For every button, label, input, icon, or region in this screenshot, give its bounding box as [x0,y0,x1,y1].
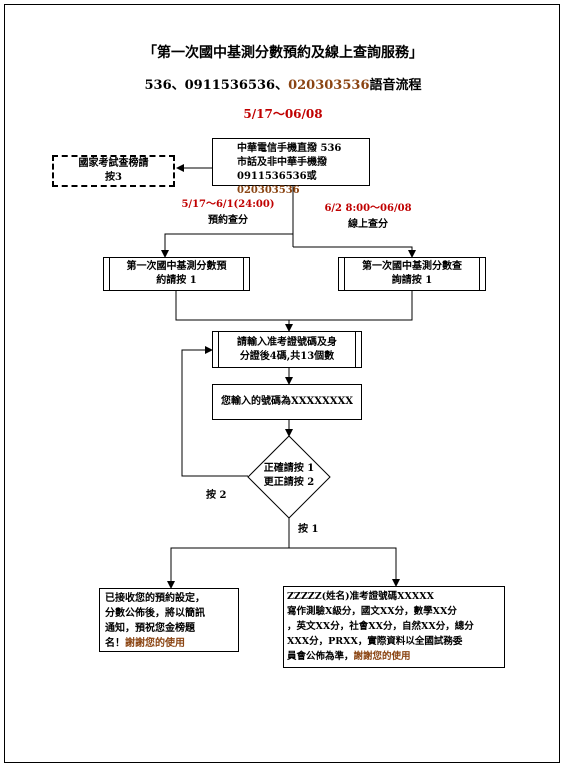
decision-diamond [247,435,331,519]
result-reserve-box: 已接收您的預約設定， 分數公佈後，將以簡訊 通知，預祝您金榜題 名！謝謝您的使用 [99,588,239,652]
reserve-line-2: 約請按 1 [156,275,197,286]
result-reserve-thanks: 謝謝您的使用 [125,638,185,649]
result-query-line-4: XXX分，PRXX，實際資料以全國試務委 [287,636,463,647]
page-title: 「第一次國中基測分數預約及線上查詢服務」 [143,45,423,61]
reserve-branch-label: 預約查分 [208,215,248,226]
subtitle-landline-number: 020303536 [288,78,370,93]
arrow-to-reserve [161,233,293,258]
query-line-2: 詢請按 1 [391,275,433,286]
result-reserve-line-1: 已接收您的預約設定， [105,593,205,604]
entry-line-2: 市話及非中華手機撥 [237,157,327,168]
exam-center-line-2: 按3 [105,172,122,183]
query-line-1: 第一次國中基測分數查 [362,261,462,272]
result-query-line-2: 寫作測驗X級分，國文XX分，數學XX分 [287,606,457,617]
exam-center-line-1: 國家考試查榜請 [78,158,149,169]
decision-line-1: 正確請按 1 [263,463,315,474]
result-query-line-5: 員會公佈為準，謝謝您的使用 [287,649,504,664]
result-query-thanks: 謝謝您的使用 [353,651,411,662]
result-reserve-line-4: 名！謝謝您的使用 [105,636,238,651]
entry-mobile-number: 0911536536或 [237,171,317,182]
reserve-period-label: 5/17～6/1(24:00) [181,199,275,210]
exam-center-box: 國家考試查榜請 按3 [52,155,175,187]
service-period: 5/17～06/08 [243,107,323,121]
page-frame [4,4,560,763]
press-2-label: 按 2 [206,490,227,501]
result-query-line-3: ，英文XX分，社會XX分，自然XX分，總分 [287,621,474,632]
online-branch-label: 線上查分 [348,219,388,230]
reserve-line-1: 第一次國中基測分數預 [126,261,227,272]
decision-text: 正確請按 1 更正請按 2 [249,462,329,490]
arrow-to-result-query [289,547,400,587]
query-box: 第一次國中基測分數查 詢請按 1 [338,257,486,291]
arrow-loop-back [181,346,248,477]
confirm-box: 您輸入的號碼為XXXXXXXX [212,384,362,420]
entry-line-1: 中華電信手機直撥 536 [237,143,342,154]
input-line-2: 分證後4碼,共13個數 [239,350,335,362]
subtitle-suffix: 語音流程 [369,78,422,93]
subtitle-numbers: 536、0911536536、 [144,78,289,93]
entry-box: 中華電信手機直撥 536 市話及非中華手機撥 0911536536或 020303… [212,138,370,196]
result-query-box: ZZZZZ(姓名)准考證號碼XXXXX 寫作測驗X級分，國文XX分，數學XX分 … [283,586,505,668]
result-reserve-congrats: 名！ [105,638,125,649]
arrow-to-query [293,246,416,258]
decision-line-2: 更正請按 2 [263,477,315,488]
reserve-box: 第一次國中基測分數預 約請按 1 [103,257,250,291]
confirm-text: 您輸入的號碼為XXXXXXXX [220,396,354,407]
result-reserve-line-3: 通知，預祝您金榜題 [105,623,195,634]
result-reserve-line-2: 分數公佈後，將以簡訊 [105,608,205,619]
input-box: 請輸入准考證號碼及身 分證後4碼,共13個數 [212,331,362,368]
page-subtitle: 536、0911536536、020303536語音流程 [0,74,566,93]
entry-line-3: 0911536536或 020303536 [237,170,369,198]
line-merge [175,291,413,321]
press-1-label: 按 1 [298,524,319,535]
arrow-to-result-reserve [167,547,289,589]
online-period-label: 6/2 8:00～06/08 [324,203,412,214]
input-line-1: 請輸入准考證號碼及身 [237,336,337,348]
result-query-line-1: ZZZZZ(姓名)准考證號碼XXXXX [287,591,435,602]
entry-landline-number: 020303536 [237,185,300,196]
result-query-note: 員會公佈為準， [287,651,354,662]
